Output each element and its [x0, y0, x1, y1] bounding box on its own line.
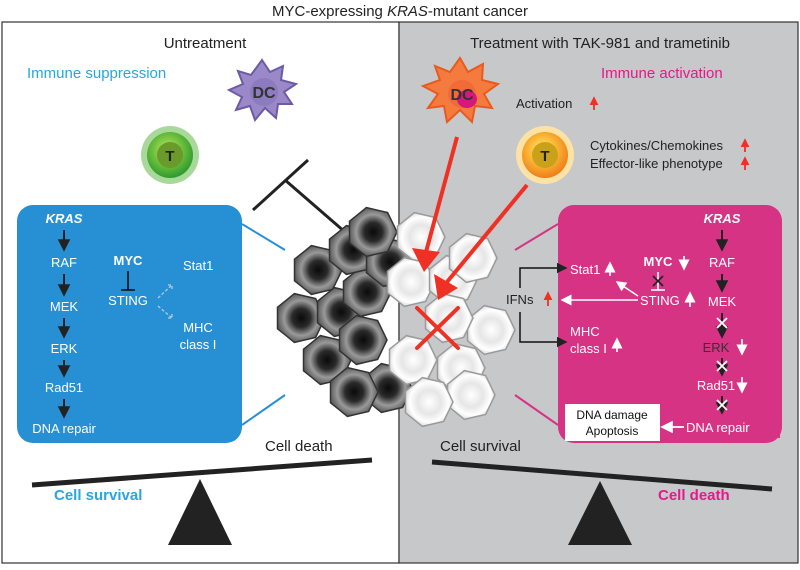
- right-balance-scale-icon: [431, 459, 773, 545]
- left-dashed-arrows: [157, 284, 173, 319]
- left-dc-label: DC: [252, 85, 276, 102]
- cell-kill-x-icon: [415, 306, 460, 350]
- left-pathway-panel: [17, 205, 286, 443]
- tumor-cell: [338, 314, 388, 366]
- left-t-label: T: [165, 148, 174, 165]
- ifns-text: IFNs: [506, 292, 534, 307]
- sting-to-stat1-arrow: [615, 281, 639, 297]
- left-t-cell-icon: T: [141, 126, 199, 184]
- left-mhc-line1: MHC: [183, 320, 213, 335]
- left-myc: MYC: [114, 253, 144, 268]
- ifns-arrows: [519, 262, 568, 348]
- left-scale-light-label: Cell death: [265, 438, 333, 455]
- left-dendritic-cell-icon: DC: [226, 58, 299, 122]
- right-mhc-line2: class I: [570, 341, 607, 356]
- right-immune-state: Immune activation: [601, 65, 723, 82]
- right-myc: MYC: [644, 254, 674, 269]
- left-scale-heavy-label: Cell survival: [54, 487, 142, 504]
- effector-text: Effector-like phenotype: [590, 156, 723, 171]
- dna-damage-box: DNA damage Apoptosis: [565, 404, 660, 441]
- tumor-cell: [348, 206, 398, 258]
- right-header: Treatment with TAK-981 and trametinib: [470, 35, 730, 52]
- apoptosis-text: Apoptosis: [586, 424, 639, 438]
- left-kras-cascade: KRAS RAF MEK ERK Rad51 DNA repair: [32, 211, 96, 436]
- right-raf: RAF: [709, 255, 735, 270]
- left-raf: RAF: [51, 255, 77, 270]
- right-rad51: Rad51: [697, 378, 735, 393]
- right-dc-label: DC: [450, 87, 474, 104]
- right-t-cell-icon: T: [516, 126, 574, 184]
- left-stat1: Stat1: [183, 258, 213, 273]
- right-scale-heavy-label: Cell death: [658, 487, 730, 504]
- dna-damage-text: DNA damage: [576, 408, 648, 422]
- dc-activation-text: Activation: [516, 96, 572, 111]
- figure-title: MYC-expressing KRAS-mutant cancer: [272, 3, 528, 20]
- left-immune-state: Immune suppression: [27, 65, 166, 82]
- left-dna-repair: DNA repair: [32, 421, 96, 436]
- right-kras: KRAS: [704, 211, 741, 226]
- right-stat1: Stat1: [570, 262, 600, 277]
- right-dendritic-cell-icon: DC: [420, 56, 501, 125]
- left-myc-inhibits-sting: [121, 271, 135, 291]
- right-sting: STING: [640, 293, 680, 308]
- right-cascade-block-marks: [716, 317, 728, 411]
- right-t-label: T: [540, 148, 549, 165]
- right-myc-sting-blocked: [651, 272, 665, 291]
- immune-attack-arrows: [412, 136, 529, 300]
- left-balance-scale-icon: [31, 457, 373, 545]
- tumor-cell: [329, 366, 379, 418]
- left-sting: STING: [108, 293, 148, 308]
- left-rad51: Rad51: [45, 380, 83, 395]
- right-kras-cascade: KRAS RAF MEK ERK Rad51: [697, 211, 741, 393]
- left-mek: MEK: [50, 299, 79, 314]
- tumor-cell: [276, 292, 326, 344]
- left-erk: ERK: [51, 341, 78, 356]
- right-dna-repair: DNA repair: [686, 420, 750, 435]
- immune-inhibition-symbol: [251, 158, 346, 234]
- left-kras: KRAS: [46, 211, 83, 226]
- left-mhc-line2: class I: [180, 337, 217, 352]
- right-erk: ERK: [703, 340, 730, 355]
- right-dna-repair-box: DNA repair: [680, 416, 780, 438]
- cytokines-text: Cytokines/Chemokines: [590, 138, 723, 153]
- right-mek: MEK: [708, 294, 737, 309]
- left-header: Untreatment: [164, 35, 247, 52]
- tumor-cell: [404, 376, 454, 428]
- right-mhc-line1: MHC: [570, 324, 600, 339]
- right-scale-light-label: Cell survival: [440, 438, 521, 455]
